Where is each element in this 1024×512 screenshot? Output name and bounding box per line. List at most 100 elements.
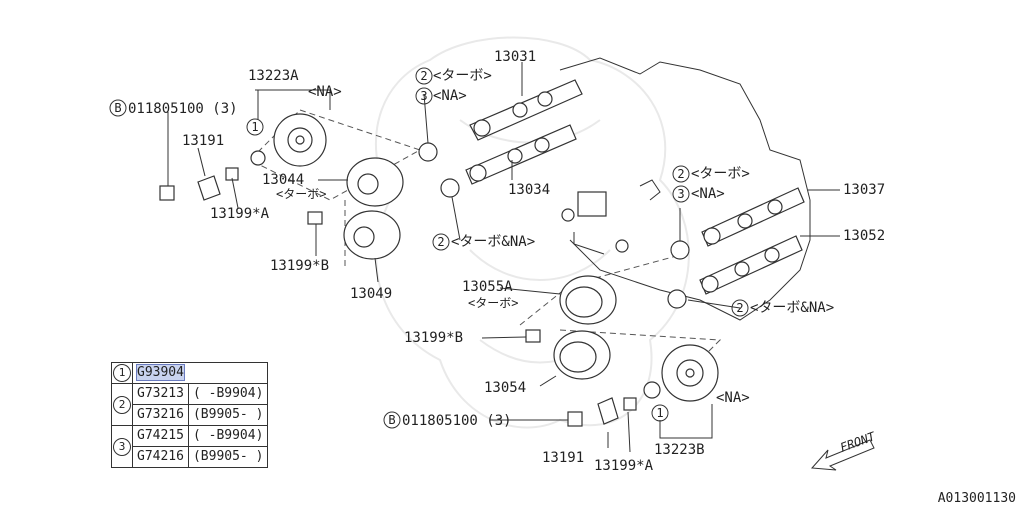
table-row: 3 G74215 ( -B9904)	[111, 425, 269, 468]
label-na: <NA>	[691, 186, 725, 202]
camshaft-13031	[469, 79, 583, 141]
serial-range: (B9905- )	[187, 404, 269, 426]
label-13191: 13191	[182, 133, 224, 149]
guide-line	[249, 109, 422, 201]
label-13223a: 13223A	[248, 68, 299, 84]
o-ring-part	[643, 381, 661, 399]
bolt-head-lower	[567, 411, 583, 427]
oil-seal-right-upper	[670, 240, 690, 260]
leader-lines	[167, 62, 840, 453]
label-na: <NA>	[308, 84, 342, 100]
label-turbo: <ターボ>	[276, 187, 326, 201]
label-turbo-na: <ターボ&NA>	[451, 234, 535, 250]
label-bolt-top: 011805100 (3)	[128, 101, 238, 117]
circled-mark-3: 3	[672, 185, 690, 203]
label-13223b: 13223B	[654, 442, 705, 458]
label-13199a: 13199*A	[594, 458, 654, 474]
label-13049: 13049	[350, 286, 392, 302]
reference-table: 1 G93904 2 G73213 ( -B9904) G73216 (B990…	[111, 362, 269, 468]
circled-mark-1: 1	[651, 404, 669, 422]
oil-seal-right-lower	[667, 289, 687, 309]
part-number[interactable]: G73216	[132, 404, 189, 426]
svg-text:1: 1	[251, 120, 258, 134]
label-bolt-bottom: 011805100 (3)	[402, 413, 512, 429]
svg-text:2: 2	[677, 167, 684, 181]
part-number[interactable]: G74216	[132, 446, 189, 468]
label-13199a: 13199*A	[210, 206, 270, 222]
serial-range: ( -B9904)	[187, 425, 269, 447]
label-na: <NA>	[716, 390, 750, 406]
table-row: G73216 (B9905- )	[112, 404, 269, 426]
svg-text:B: B	[388, 413, 395, 427]
circled-mark-2: 2	[415, 67, 433, 85]
circled-mark-1: 1	[246, 118, 264, 136]
guide-line	[559, 329, 722, 361]
idler-13054	[553, 330, 611, 380]
label-front: FRONT	[838, 429, 877, 455]
table-row: 2 G73213 ( -B9904)	[111, 383, 269, 426]
label-13055a: 13055A	[462, 279, 513, 295]
oil-seal-lower	[440, 178, 460, 198]
circled-mark-2: 2	[672, 165, 690, 183]
label-turbo: <ターボ>	[468, 296, 518, 310]
label-13034: 13034	[508, 182, 550, 198]
clip-part	[639, 179, 661, 201]
part-number[interactable]: G74215	[132, 425, 189, 447]
bolt-13199b-upper	[307, 211, 323, 225]
label-13031: 13031	[494, 49, 536, 65]
plate-13191-lower	[597, 397, 619, 425]
plug-part	[615, 239, 629, 253]
svg-text:1: 1	[656, 406, 663, 420]
circled-mark-3: 3	[415, 87, 433, 105]
bolt-13199b-lower	[525, 329, 541, 343]
svg-text:3: 3	[420, 89, 427, 103]
label-na: <NA>	[433, 88, 467, 104]
plate-13191	[197, 175, 221, 201]
circled-mark-b: B	[383, 411, 401, 429]
camshaft-13052	[699, 235, 803, 295]
diagram-id: A013001130	[937, 491, 1016, 506]
svg-text:3: 3	[677, 187, 684, 201]
label-turbo-na: <ターボ&NA>	[750, 300, 834, 316]
circled-key: 3	[113, 437, 131, 456]
cam-holder	[577, 191, 607, 217]
cam-sprocket-13223b	[661, 344, 719, 402]
part-number[interactable]: G73213	[132, 383, 189, 405]
svg-text:2: 2	[420, 69, 427, 83]
label-turbo: <ターボ>	[691, 166, 750, 182]
label-13052: 13052	[843, 228, 885, 244]
table-row: 1 G93904	[111, 362, 269, 384]
plug-part	[561, 208, 575, 222]
label-turbo: <ターボ>	[433, 68, 492, 84]
label-13037: 13037	[843, 182, 885, 198]
circled-mark-2: 2	[731, 299, 749, 317]
part-number-highlight[interactable]: G93904	[136, 364, 185, 381]
idler-pulley-13049	[343, 210, 401, 260]
label-13199b: 13199*B	[404, 330, 463, 346]
serial-range: ( -B9904)	[187, 383, 269, 405]
circled-mark-b: B	[109, 99, 127, 117]
front-arrow-icon: FRONT	[810, 429, 878, 471]
camshaft-13034	[465, 124, 577, 185]
label-13044: 13044	[262, 172, 304, 188]
circled-mark-2: 2	[432, 233, 450, 251]
circled-key: 2	[113, 395, 131, 414]
label-13199b: 13199*B	[270, 258, 329, 274]
label-13054: 13054	[484, 380, 526, 396]
table-row: G74216 (B9905- )	[112, 446, 269, 468]
cylinder-head-outline	[559, 57, 811, 321]
pin-part	[573, 232, 605, 255]
circled-key: 1	[113, 364, 131, 382]
bolt-13199a-lower	[623, 397, 637, 411]
camshaft-13037	[701, 187, 805, 247]
serial-range: (B9905- )	[187, 446, 269, 468]
svg-text:2: 2	[736, 301, 743, 315]
cam-sprocket-13223a	[273, 113, 327, 167]
idler-pulley-13044	[346, 157, 404, 207]
label-13191: 13191	[542, 450, 584, 466]
oil-seal-upper	[418, 142, 438, 162]
svg-text:B: B	[114, 101, 121, 115]
idler-13055a	[559, 275, 617, 325]
o-ring-part	[250, 150, 266, 166]
